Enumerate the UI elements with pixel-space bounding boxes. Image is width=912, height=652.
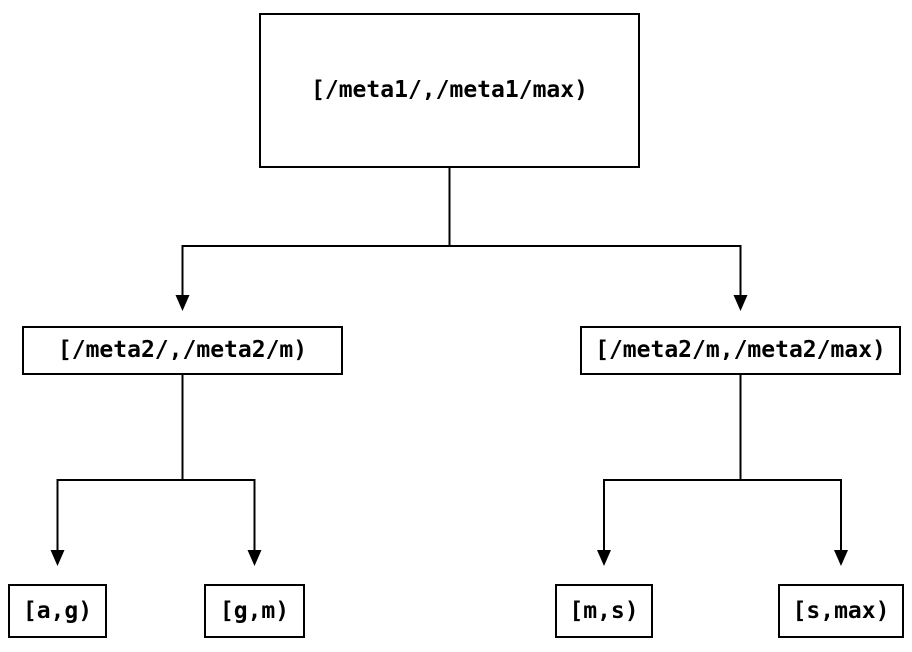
node-root-meta1-range: [/meta1/,/meta1/max) <box>259 13 640 168</box>
node-label: [g,m) <box>219 597 290 624</box>
node-label: [s,max) <box>792 597 890 624</box>
arrowhead-down-icon <box>50 550 65 566</box>
arrowhead-down-icon <box>597 550 611 566</box>
arrowhead-down-icon <box>834 550 848 566</box>
node-leaf-a-g: [a,g) <box>8 584 107 638</box>
node-label: [a,g) <box>22 597 93 624</box>
arrowhead-down-icon <box>733 295 748 311</box>
node-label: [m,s) <box>569 597 639 624</box>
node-leaf-s-max: [s,max) <box>778 584 904 638</box>
node-leaf-g-m: [g,m) <box>204 584 305 638</box>
arrowhead-down-icon <box>247 550 262 566</box>
node-meta2-high-range: [/meta2/m,/meta2/max) <box>580 326 901 375</box>
arrowhead-down-icon <box>175 295 190 311</box>
node-label: [/meta1/,/meta1/max) <box>311 77 588 103</box>
node-label: [/meta2/,/meta2/m) <box>57 337 308 363</box>
node-meta2-low-range: [/meta2/,/meta2/m) <box>22 326 343 375</box>
node-label: [/meta2/m,/meta2/max) <box>595 337 886 363</box>
node-leaf-m-s: [m,s) <box>555 584 653 638</box>
